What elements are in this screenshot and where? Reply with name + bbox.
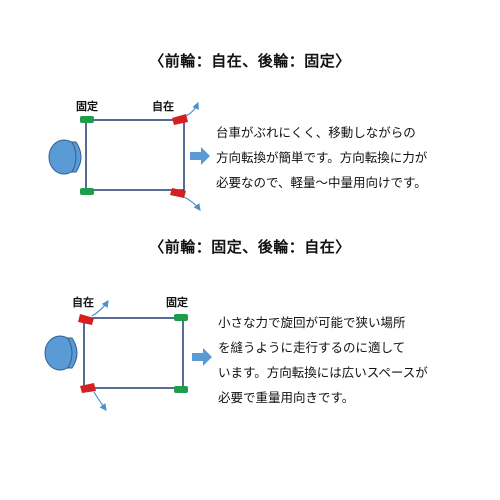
section1-fixed-wheel-bottom: [80, 188, 94, 195]
section1-caster-wheel-top: [172, 114, 188, 125]
section2-fixed-wheel-top: [174, 314, 188, 321]
section2-fixed-wheel-bottom: [174, 386, 188, 393]
section1-direction-arrow: [190, 147, 210, 165]
section2-desc-line: います。方向転換には広いスペースが: [218, 365, 428, 380]
section2-fixed-label: 固定: [166, 295, 188, 309]
section2-desc-line: 小さな力で旋回が可能で狭い場所: [218, 315, 406, 330]
section2-cart-body: [83, 317, 184, 389]
section1-swivel-arrow-bottom: [183, 196, 201, 211]
section2-caster-wheel-bottom: [80, 383, 96, 393]
section2-desc-line: 必要で重量用向きです。: [218, 390, 355, 405]
section1-fixed-wheel-top: [80, 116, 94, 123]
section1-desc-line: 台車がぶれにくく、移動しながらの: [216, 125, 416, 140]
section2-person-icon: [44, 335, 78, 371]
section1-caster-label: 自在: [152, 99, 174, 113]
section2-description: 小さな力で旋回が可能で狭い場所 を縫うように走行するのに適して います。方向転換…: [218, 310, 428, 410]
section2-caster-label: 自在: [72, 295, 94, 309]
section2-swivel-arrow-bottom: [93, 391, 107, 411]
section1-desc-line: 必要なので、軽量～中量用向けです。: [216, 175, 427, 190]
section1-title: 〈前輪：自在、後輪：固定〉: [149, 52, 351, 70]
section1-swivel-arrow-top: [185, 101, 199, 117]
section1-person-icon: [48, 139, 82, 175]
section2-title: 〈前輪：固定、後輪：自在〉: [149, 238, 351, 256]
section2-direction-arrow: [192, 348, 212, 366]
section2-swivel-arrow-top: [91, 300, 109, 317]
section1-fixed-label: 固定: [76, 99, 98, 113]
section2-caster-wheel-top: [78, 314, 94, 325]
section1-desc-line: 方向転換が簡単です。方向転換に力が: [216, 150, 428, 165]
section1-caster-wheel-bottom: [170, 188, 186, 198]
section2-desc-line: を縫うように走行するのに適して: [218, 340, 406, 355]
section1-description: 台車がぶれにくく、移動しながらの 方向転換が簡単です。方向転換に力が 必要なので…: [216, 120, 427, 195]
section1-cart-body: [85, 119, 185, 191]
